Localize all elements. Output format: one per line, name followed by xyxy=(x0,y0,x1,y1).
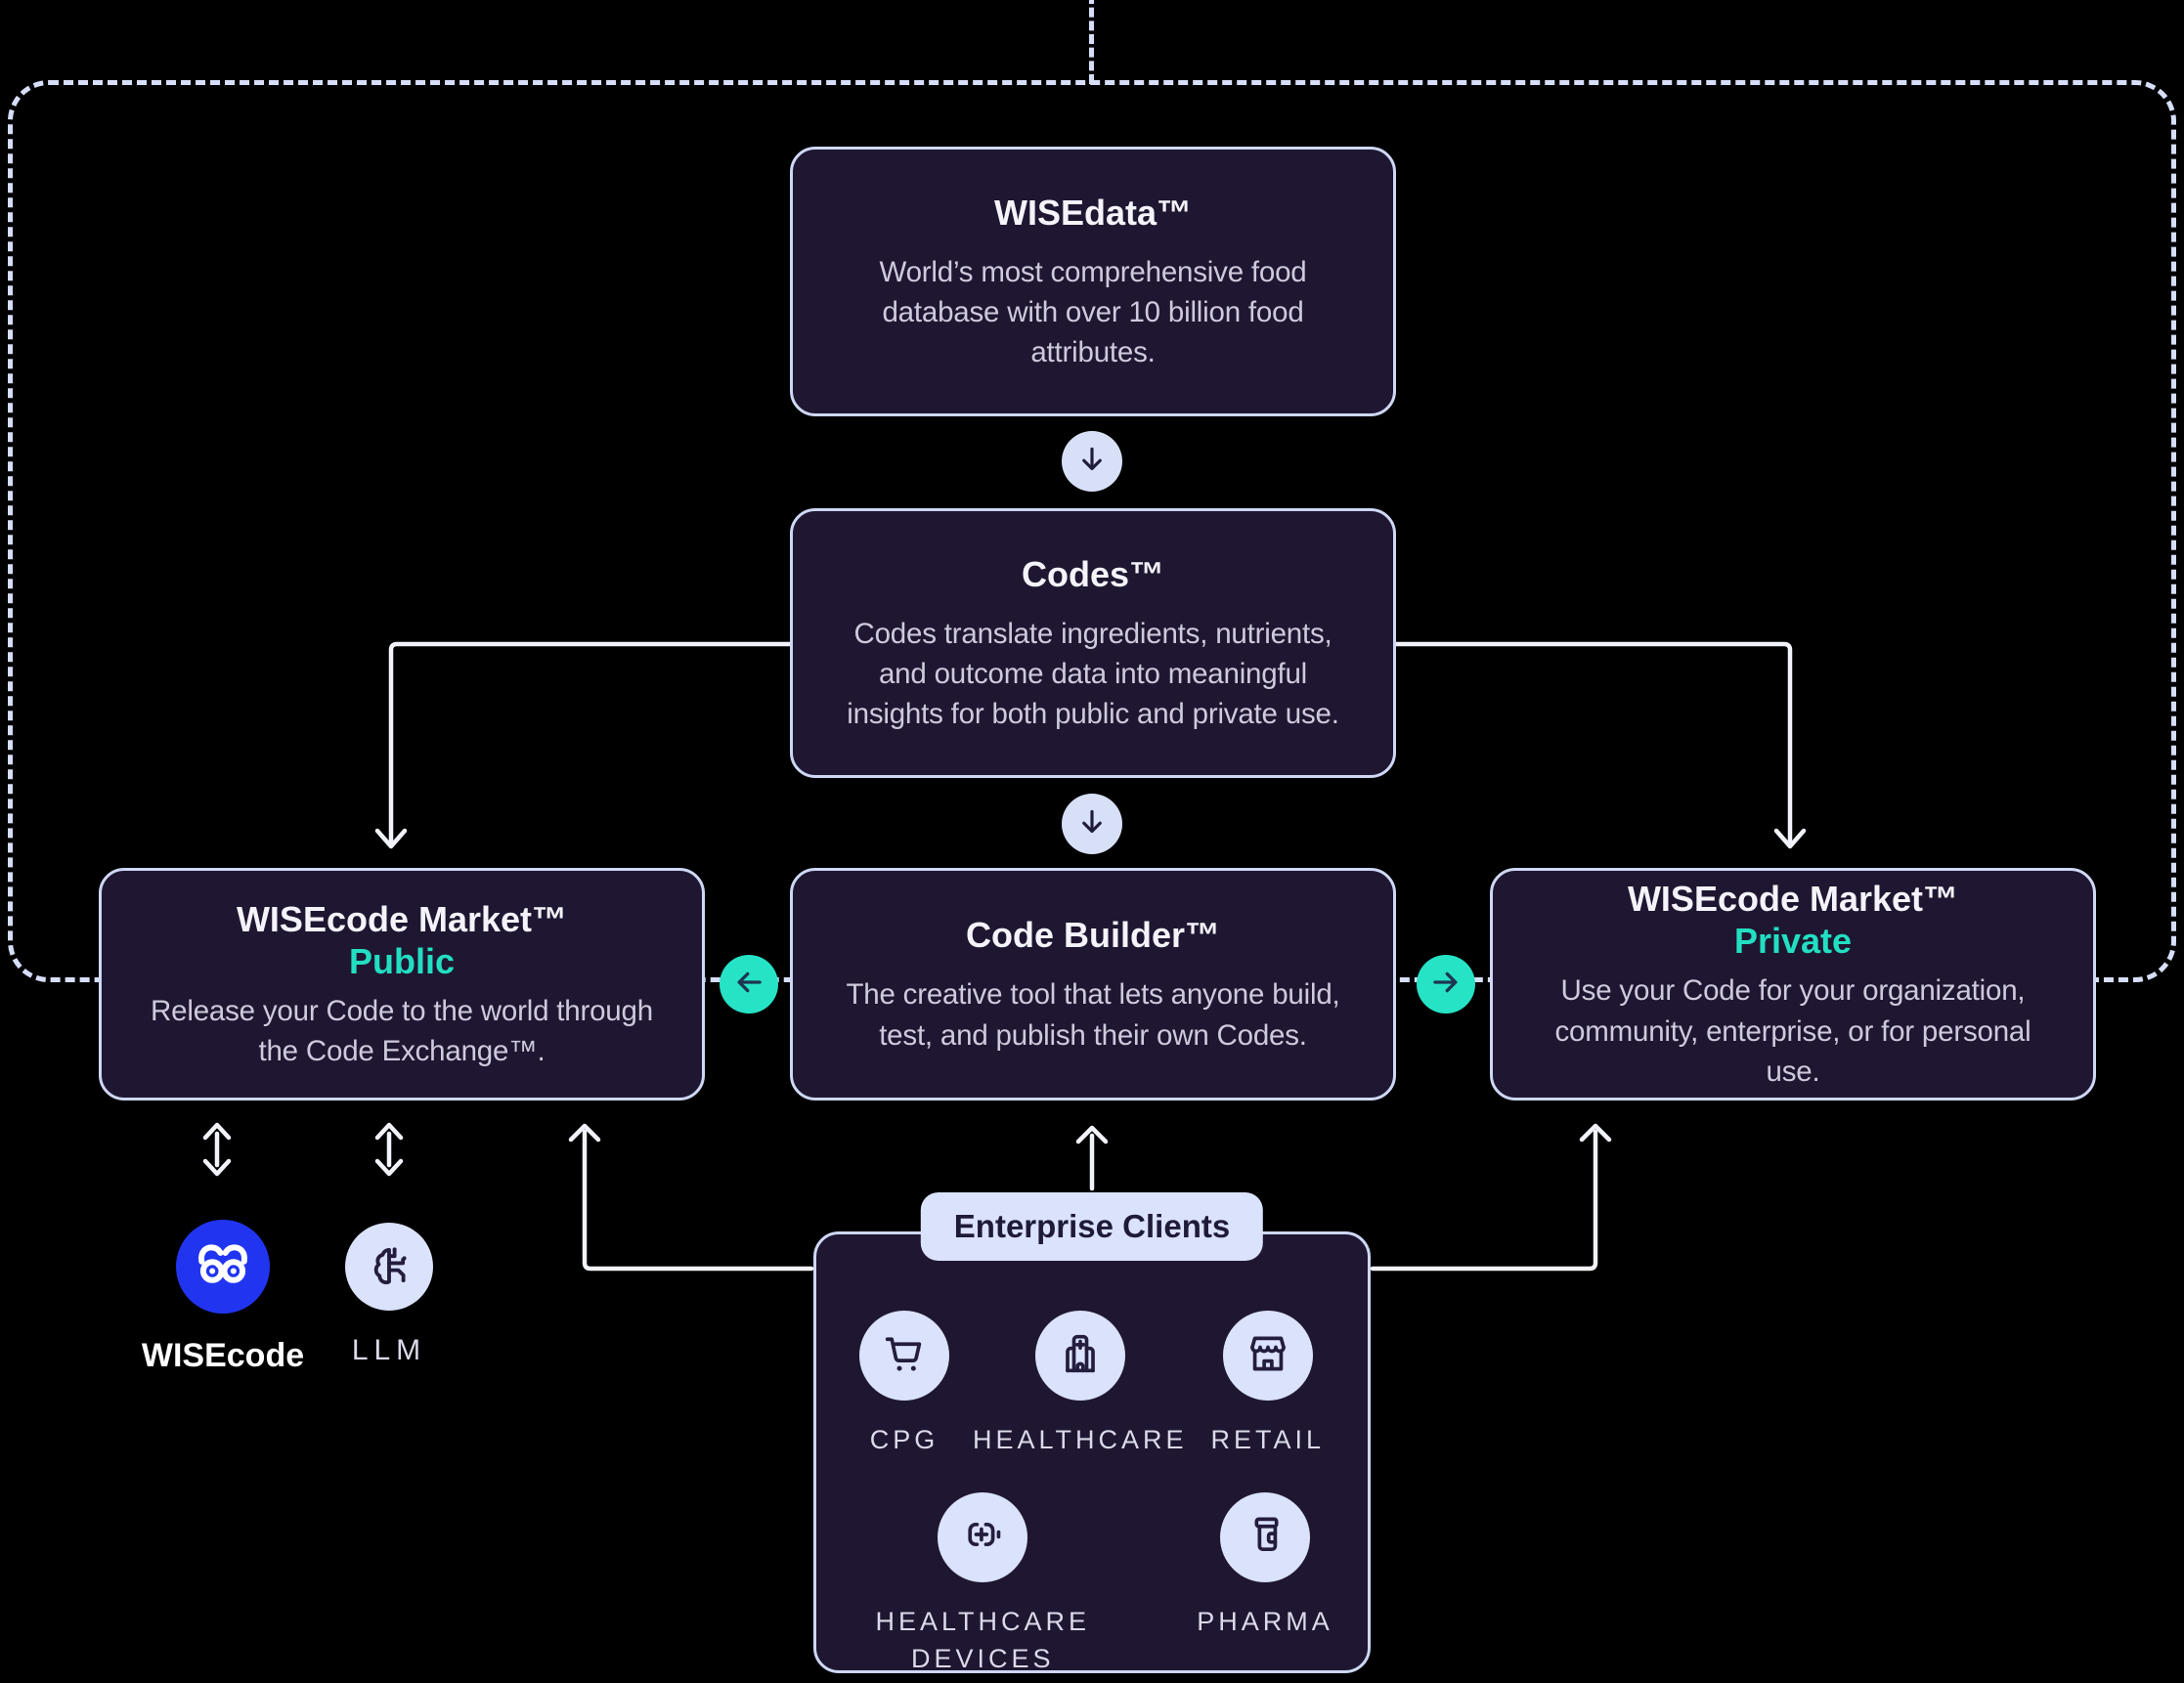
hospital-icon xyxy=(1055,1328,1106,1384)
owl-icon xyxy=(176,1220,270,1314)
client-icon-circle xyxy=(1219,1491,1310,1582)
client-label: CPG xyxy=(869,1425,939,1454)
code-builder-title: Code Builder™ xyxy=(965,915,1220,956)
codes-title: Codes™ xyxy=(1021,553,1165,594)
enterprise-to-market-private-arrow xyxy=(1370,1123,1612,1272)
client-cpg: CPG xyxy=(859,1311,949,1459)
market-public-title: WISEcode Market™ xyxy=(236,898,568,939)
market-private-subtitle: Private xyxy=(1733,920,1853,961)
client-healthcare: HEALTHCARE xyxy=(973,1311,1188,1459)
wisecode-logo-label: WISEcode xyxy=(141,1337,305,1374)
market-public-wisecode-double-arrow xyxy=(202,1122,232,1177)
down-arrow-chip xyxy=(1062,794,1122,854)
client-label: RETAIL xyxy=(1210,1425,1325,1454)
client-icon-circle xyxy=(859,1311,949,1401)
llm-logo: LLM xyxy=(332,1223,446,1367)
enterprise-clients-section: Enterprise Clients CPG xyxy=(813,1192,1371,1673)
brain-circuit-icon xyxy=(345,1223,433,1311)
medical-device-icon xyxy=(957,1509,1008,1565)
down-arrow-icon xyxy=(1074,442,1110,482)
right-arrow-icon xyxy=(1427,964,1464,1006)
market-private-box: WISEcode Market™ Private Use your Code f… xyxy=(1490,868,2096,1100)
client-label: PHARMA xyxy=(1197,1606,1333,1636)
market-public-box: WISEcode Market™ Public Release your Cod… xyxy=(99,868,705,1100)
market-public-subtitle: Public xyxy=(348,940,456,981)
enterprise-clients-box: CPG HEALTHCARE xyxy=(813,1231,1371,1673)
code-builder-box: Code Builder™ The creative tool that let… xyxy=(790,868,1396,1100)
enterprise-to-code-builder-arrow xyxy=(1075,1125,1109,1191)
market-public-heading: WISEcode Market™ Public xyxy=(237,897,567,981)
clients-row-1: CPG HEALTHCARE xyxy=(816,1311,1368,1459)
llm-logo-label: LLM xyxy=(351,1334,427,1366)
storefront-icon xyxy=(1243,1328,1293,1384)
code-builder-description: The creative tool that lets anyone build… xyxy=(846,978,1340,1052)
market-public-llm-double-arrow xyxy=(374,1122,404,1177)
right-arrow-chip xyxy=(1417,955,1475,1014)
market-private-heading: WISEcode Market™ Private xyxy=(1628,877,1958,961)
left-arrow-icon xyxy=(730,964,767,1006)
client-retail: RETAIL xyxy=(1210,1311,1325,1459)
client-icon-circle xyxy=(1034,1311,1125,1401)
market-private-description: Use your Code for your organization, com… xyxy=(1554,974,2031,1088)
client-icon-circle xyxy=(1222,1311,1313,1401)
codes-box: Codes™ Codes translate ingredients, nutr… xyxy=(790,508,1396,778)
enterprise-to-market-public-arrow xyxy=(568,1123,814,1272)
wisedata-description: World’s most comprehensive food database… xyxy=(879,255,1307,369)
down-arrow-chip xyxy=(1062,431,1122,492)
wisedata-title: WISEdata™ xyxy=(993,192,1193,233)
market-public-description: Release your Code to the world through t… xyxy=(151,994,653,1068)
pill-bottle-icon xyxy=(1240,1509,1290,1565)
client-healthcare-devices: HEALTHCARE DEVICES xyxy=(851,1491,1114,1678)
codes-description: Codes translate ingredients, nutrients, … xyxy=(847,617,1339,731)
enterprise-clients-label: Enterprise Clients xyxy=(920,1192,1264,1261)
client-pharma: PHARMA xyxy=(1197,1491,1333,1678)
market-private-title: WISEcode Market™ xyxy=(1627,878,1959,919)
shopping-cart-icon xyxy=(879,1328,930,1384)
down-arrow-icon xyxy=(1074,804,1110,844)
clients-row-2: HEALTHCARE DEVICES PHARMA xyxy=(816,1491,1368,1678)
top-dashed-connector xyxy=(1089,0,1094,84)
client-icon-circle xyxy=(938,1491,1028,1582)
client-label: HEALTHCARE DEVICES xyxy=(875,1606,1090,1673)
left-arrow-chip xyxy=(720,955,778,1014)
client-label: HEALTHCARE xyxy=(972,1425,1188,1454)
wisedata-box: WISEdata™ World’s most comprehensive foo… xyxy=(790,147,1396,416)
wisecode-logo: WISEcode xyxy=(142,1220,304,1375)
